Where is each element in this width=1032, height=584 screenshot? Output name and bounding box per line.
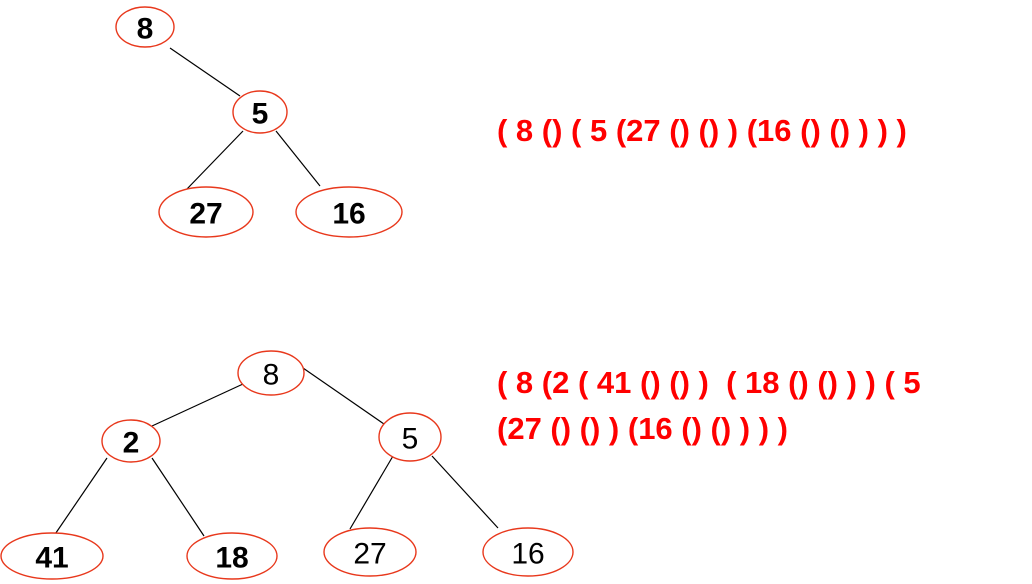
tree1-edge-n8-n5 [169, 47, 241, 97]
tree2-edge-m8-m5 [302, 367, 385, 425]
tree2-node-label: 2 [123, 427, 140, 460]
tree2-node-ellipse [186, 532, 278, 580]
tree2-node-5: 5 [378, 412, 442, 462]
tree2-node-ellipse [101, 419, 161, 463]
tree1-node-8: 8 [115, 6, 175, 48]
tree2-edge-m2-m41 [46, 457, 108, 547]
tree2-edge-m5-m27 [349, 455, 394, 530]
tree2-node-ellipse [323, 527, 417, 577]
tree2-node-label: 27 [353, 538, 386, 571]
tree2-node-label: 8 [263, 359, 280, 392]
tree2-node-16: 16 [482, 527, 574, 577]
tree2-node-ellipse [237, 350, 305, 396]
tree1-node-label: 16 [332, 198, 365, 231]
tree1-node-label: 5 [252, 98, 269, 131]
tree2-node-2: 2 [101, 419, 161, 463]
tree1-node-27: 27 [158, 186, 254, 238]
tree2-edge-m2-m18 [151, 457, 205, 537]
tree2-node-ellipse [378, 412, 442, 462]
tree2-edge-m8-m2 [151, 383, 244, 427]
tree2-edge-m5-m16 [431, 455, 499, 529]
tree2-node-41: 41 [0, 532, 104, 580]
tree2-node-18: 18 [186, 532, 278, 580]
tree1-node-5: 5 [232, 90, 288, 134]
tree2-node-label: 5 [402, 423, 419, 456]
tree2-node-ellipse [0, 532, 104, 580]
tree2-node-label: 18 [215, 542, 248, 575]
tree2-node-27: 27 [323, 527, 417, 577]
tree2-node-label: 41 [35, 542, 68, 575]
tree1-node-label: 27 [189, 198, 222, 231]
tree1-edge-n5-n27 [185, 130, 244, 191]
tree2-expression-line2: (27 () () ) (16 () () ) ) ) [497, 411, 789, 446]
tree1-node-ellipse [158, 186, 254, 238]
tree1-node-ellipse [115, 6, 175, 48]
tree1-edge-n5-n16 [275, 130, 321, 187]
tree2-node-8: 8 [237, 350, 305, 396]
tree2-node-label: 16 [511, 538, 544, 571]
tree2-expression-line1: ( 8 (2 ( 41 () () ) ( 18 () () ) ) ( 5 [497, 365, 921, 400]
tree1-node-ellipse [295, 186, 403, 238]
tree2-node-ellipse [482, 527, 574, 577]
tree1-node-label: 8 [137, 13, 154, 46]
tree1-node-ellipse [232, 90, 288, 134]
tree1-node-16: 16 [295, 186, 403, 238]
tree1-expression: ( 8 () ( 5 (27 () () ) (16 () () ) ) ) [497, 113, 907, 148]
